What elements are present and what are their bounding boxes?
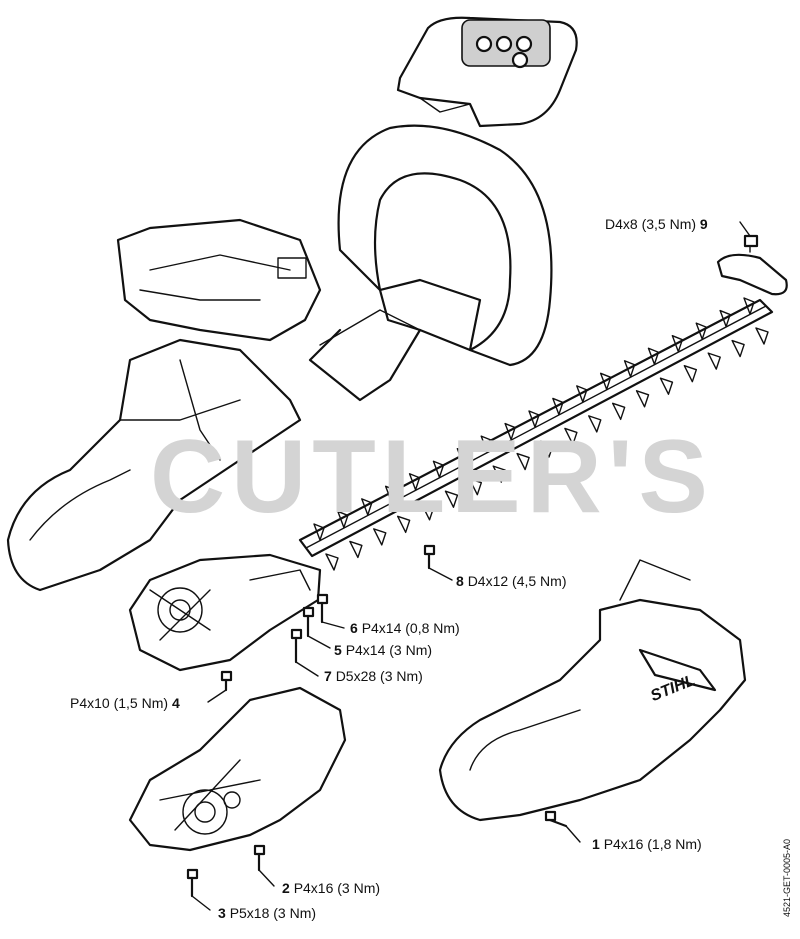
- drawing-code: 4521-GET-0005-A0: [781, 838, 792, 918]
- front-handle-housing: [438, 559, 747, 822]
- blade-tooth: [516, 452, 530, 471]
- blade-tooth: [528, 410, 540, 428]
- blade-tooth: [647, 347, 660, 365]
- blade-tooth: [731, 339, 745, 358]
- blade-tooth: [313, 523, 325, 541]
- blade-tooth: [456, 447, 469, 466]
- screw-1-icon: [544, 810, 568, 828]
- callout-2: 2 P4x16 (3 Nm): [282, 880, 381, 896]
- motor-housing: [6, 338, 302, 592]
- blade-tooth: [540, 440, 554, 458]
- motor-cover: [116, 218, 322, 342]
- callout-1: 1 P4x16 (1,8 Nm): [592, 836, 702, 852]
- watermark: CUTLER'S: [150, 419, 714, 535]
- blade-tooth: [396, 515, 411, 534]
- screw-2-icon: [253, 844, 266, 872]
- blade-tooth: [695, 322, 707, 340]
- screw-7-icon: [290, 628, 303, 664]
- blade-tooth: [552, 397, 564, 416]
- blade-tooth: [325, 553, 339, 571]
- callout-9: D4x8 (3,5 Nm) 9: [605, 216, 708, 232]
- gear-cover: [128, 686, 347, 852]
- blade-tooth: [623, 360, 636, 378]
- warning-symbol-icon: [475, 35, 493, 53]
- blade-tooth: [361, 498, 373, 516]
- blade-tooth: [564, 427, 578, 446]
- blade-tooth: [349, 540, 363, 559]
- blade-tooth: [408, 473, 421, 491]
- blade-tooth: [432, 460, 445, 478]
- callout-4: P4x10 (1,5 Nm) 4: [70, 695, 180, 711]
- warning-symbol-icon: [495, 35, 513, 53]
- callout-6: 6 P4x14 (0,8 Nm): [350, 620, 460, 636]
- blade-tooth: [480, 435, 492, 453]
- blade-tooth: [707, 352, 721, 370]
- screw-6-icon: [316, 593, 329, 624]
- blade-tooth: [755, 327, 769, 345]
- blade-tooth: [659, 377, 674, 395]
- blade-tooth: [373, 528, 387, 546]
- screws: [186, 544, 568, 898]
- blade-tooth: [468, 477, 483, 496]
- blade-tooth: [599, 372, 612, 391]
- screw-9-icon: [743, 234, 759, 248]
- callout-8: 8 D4x12 (4,5 Nm): [456, 573, 567, 589]
- screw-3-icon: [186, 868, 199, 898]
- screw-8-icon: [423, 544, 436, 570]
- top-cover: [396, 16, 578, 128]
- leader-lines: [191, 221, 751, 911]
- blade-tooth: [420, 503, 435, 521]
- screw-4-icon: [220, 670, 233, 692]
- blade-tooth: [683, 364, 698, 383]
- blade-tooth: [611, 402, 626, 421]
- loop-handle: [308, 124, 553, 402]
- warning-symbol-icon: [511, 51, 529, 69]
- gear-housing: [128, 553, 322, 672]
- blade-tooth: [576, 385, 588, 403]
- callout-5: 5 P4x14 (3 Nm): [334, 642, 433, 658]
- blade-tooth: [384, 485, 397, 504]
- blade-tooth: [504, 422, 516, 441]
- cutting-blade: [298, 297, 774, 571]
- callout-7: 7 D5x28 (3 Nm): [324, 668, 423, 684]
- blade-tip-guard: [716, 234, 788, 296]
- blade-tooth: [719, 309, 731, 328]
- blade-tooth: [635, 390, 650, 408]
- blade-tooth: [337, 510, 349, 529]
- blade-tooth: [588, 415, 602, 433]
- blade-tooth: [444, 490, 459, 508]
- blade-tooth: [743, 297, 755, 315]
- screw-5-icon: [302, 606, 315, 638]
- callout-3: 3 P5x18 (3 Nm): [218, 905, 317, 921]
- warning-symbol-icon: [515, 35, 533, 53]
- blade-tooth: [492, 465, 506, 483]
- blade-tooth: [671, 334, 684, 353]
